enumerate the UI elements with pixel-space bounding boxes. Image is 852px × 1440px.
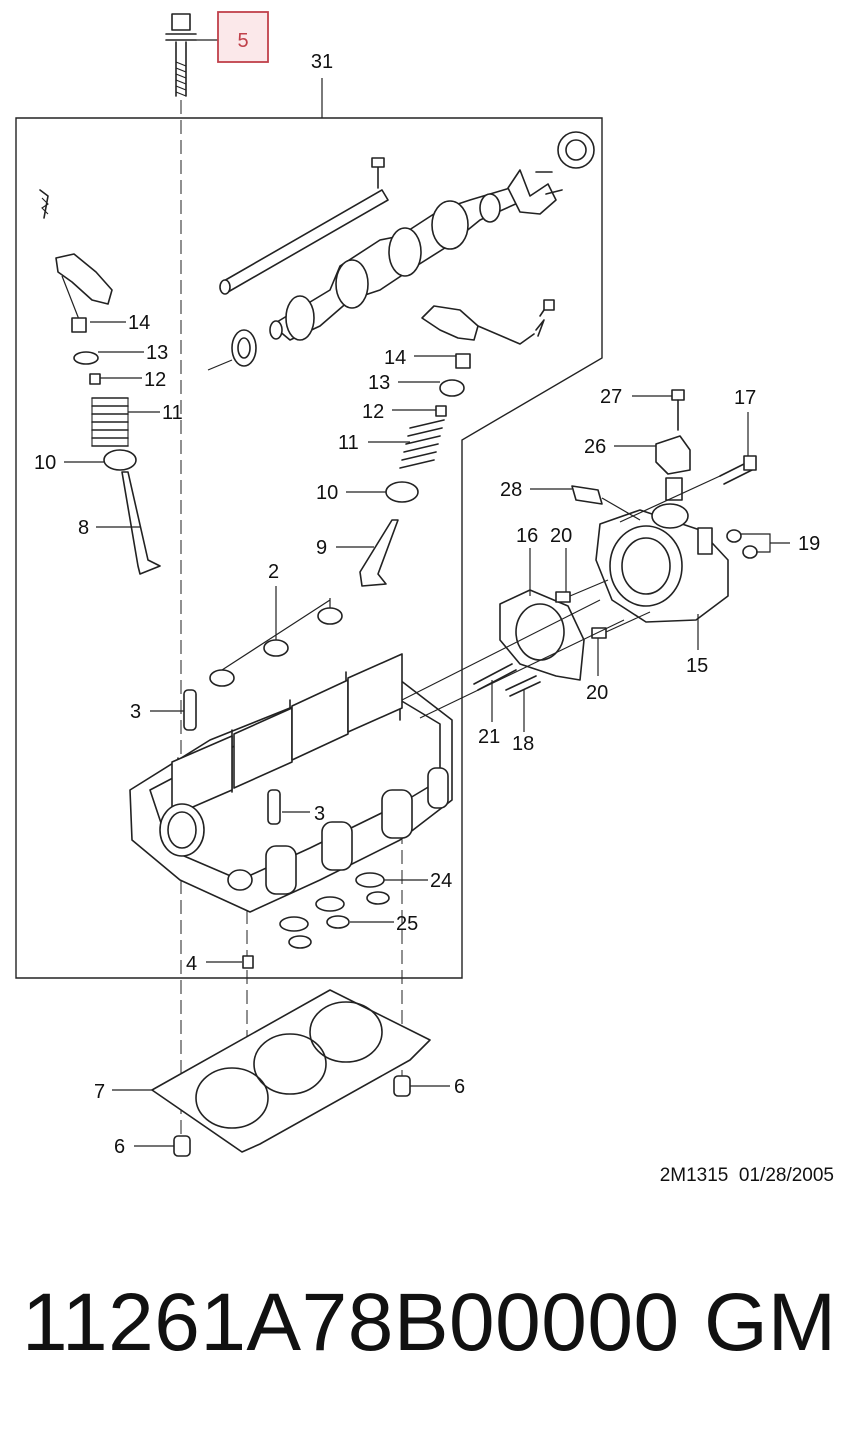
callout-26: 26 <box>584 436 606 458</box>
head-gasket-7[interactable] <box>151 989 431 1153</box>
assembly-frame <box>15 117 603 979</box>
callout-17: 17 <box>734 387 756 409</box>
spring-seat-10b[interactable] <box>385 481 419 503</box>
camshaft-seal[interactable] <box>207 329 257 371</box>
camshaft-seal-end[interactable] <box>557 131 595 169</box>
callout-3-left: 3 <box>130 701 141 723</box>
exhaust-ports <box>265 767 449 895</box>
callout-5: 5 <box>237 30 248 52</box>
callout-24: 24 <box>430 870 452 892</box>
valve-guide-3a[interactable] <box>183 689 197 731</box>
callout-27: 27 <box>600 386 622 408</box>
stud-4[interactable] <box>242 955 254 969</box>
callout-13-left: 13 <box>146 342 168 364</box>
studs-21[interactable] <box>473 663 517 691</box>
callout-10-right: 10 <box>316 482 338 504</box>
callout-8: 8 <box>78 517 89 539</box>
valve-lash-adjuster-14b[interactable] <box>455 353 471 369</box>
callout-6-right: 6 <box>454 1076 465 1098</box>
nuts-19[interactable] <box>726 529 758 559</box>
callout-19: 19 <box>798 533 820 555</box>
dowel-6-left[interactable] <box>173 1135 191 1157</box>
callout-14-left: 14 <box>128 312 150 334</box>
valve-retainer-13b[interactable] <box>439 379 465 397</box>
rocker-arm-left[interactable] <box>39 189 113 305</box>
callout-7: 7 <box>94 1081 105 1103</box>
studs-20[interactable] <box>555 579 651 639</box>
valve-spring-11b[interactable] <box>399 419 445 469</box>
water-outlet-housing-15[interactable] <box>595 503 729 623</box>
port-seals-25[interactable] <box>279 896 350 949</box>
valve-seal-12a[interactable] <box>89 373 101 385</box>
drawing-reference: 2M1315 01/28/2005 <box>660 1165 834 1186</box>
bolt-27[interactable] <box>671 389 685 431</box>
callout-2: 2 <box>268 561 279 583</box>
callout-15: 15 <box>686 655 708 677</box>
highlight-box-part-5[interactable] <box>217 11 269 63</box>
callout-12-left: 12 <box>144 369 166 391</box>
head-bolt-part-5[interactable] <box>165 13 197 97</box>
callout-13-right: 13 <box>368 372 390 394</box>
thrust-plate[interactable] <box>507 169 563 215</box>
leader-lines <box>64 321 790 1147</box>
valve-seal-12b[interactable] <box>435 405 447 417</box>
dowel-6-right[interactable] <box>393 1075 411 1097</box>
callout-18: 18 <box>512 733 534 755</box>
valve-guide-3b[interactable] <box>267 789 281 825</box>
intake-valve-8[interactable] <box>121 471 161 575</box>
rocker-shaft[interactable] <box>219 157 389 295</box>
cylinder-head[interactable] <box>129 653 453 913</box>
valve-lifters-2[interactable] <box>209 598 343 687</box>
callout-31: 31 <box>311 51 333 73</box>
callout-11-right: 11 <box>338 432 359 454</box>
callout-3-right: 3 <box>314 803 325 825</box>
callout-labels: 14 13 12 11 10 8 14 13 12 11 10 9 27 17 … <box>34 312 820 1158</box>
callout-28: 28 <box>500 479 522 501</box>
port-seals-24[interactable] <box>355 872 390 905</box>
studs-18[interactable] <box>505 675 541 697</box>
part-number: 11261A78B00000 <box>22 1277 680 1368</box>
valve-retainer-13a[interactable] <box>73 351 99 365</box>
callout-11-left: 11 <box>162 402 183 424</box>
callout-14-right: 14 <box>384 347 406 369</box>
callout-9: 9 <box>316 537 327 559</box>
callout-20-top: 20 <box>550 525 572 547</box>
brand-label: GM <box>704 1277 837 1368</box>
callout-21: 21 <box>478 726 500 748</box>
thermostat-gasket-16[interactable] <box>499 589 585 681</box>
callout-20-bottom: 20 <box>586 682 608 704</box>
spring-seat-10a[interactable] <box>103 449 137 471</box>
camshaft[interactable] <box>269 187 521 341</box>
callout-4: 4 <box>186 953 197 975</box>
callout-10-left: 10 <box>34 452 56 474</box>
coolant-temp-sensor-26[interactable] <box>655 435 691 501</box>
callout-6-left: 6 <box>114 1136 125 1158</box>
callout-25: 25 <box>396 913 418 935</box>
temp-sender-28[interactable] <box>571 485 641 521</box>
callout-16: 16 <box>516 525 538 547</box>
valve-lash-adjuster-14a[interactable] <box>71 317 87 333</box>
exhaust-valve-9[interactable] <box>359 519 399 587</box>
callout-12-right: 12 <box>362 401 384 423</box>
valve-spring-11a[interactable] <box>91 397 129 447</box>
bolt-17[interactable] <box>619 455 757 523</box>
rocker-arm-right[interactable] <box>421 299 555 345</box>
